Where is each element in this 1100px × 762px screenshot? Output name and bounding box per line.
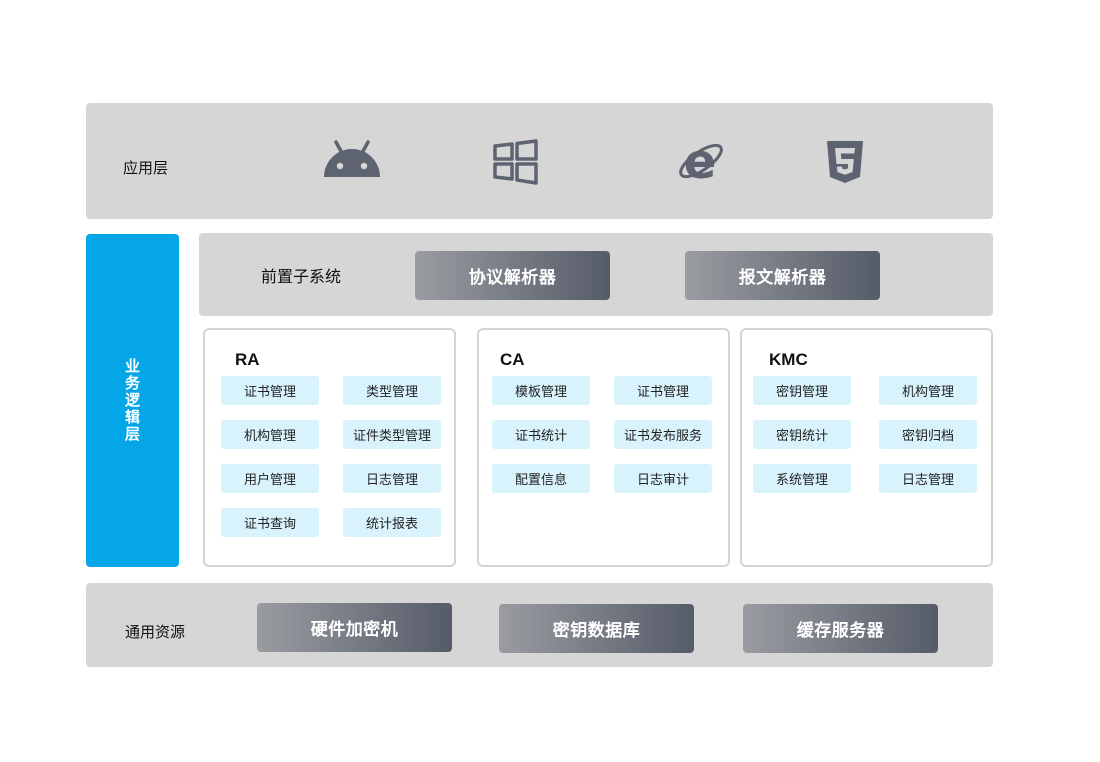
kmc-item-org-management[interactable]: 机构管理 [879,376,977,405]
ra-item-org-management[interactable]: 机构管理 [221,420,319,449]
key-database-button[interactable]: 密钥数据库 [499,604,694,653]
frontend-subsystem-panel: 前置子系统 协议解析器 报文解析器 [199,233,993,316]
windows-icon [492,139,540,185]
ie-icon: e [677,136,725,186]
ra-item-id-type-management[interactable]: 证件类型管理 [343,420,441,449]
application-layer-panel: 应用层 e [86,103,993,219]
ra-item-statistics-report[interactable]: 统计报表 [343,508,441,537]
kmc-item-log-management[interactable]: 日志管理 [879,464,977,493]
kmc-subsystem-box: KMC 密钥管理 机构管理 密钥统计 密钥归档 系统管理 日志管理 [740,328,993,567]
kmc-title: KMC [769,350,808,369]
ca-item-cert-publish-service[interactable]: 证书发布服务 [614,420,712,449]
ca-item-cert-statistics[interactable]: 证书统计 [492,420,590,449]
html5-icon [825,140,865,184]
business-logic-layer-label: 业务逻辑层 [86,234,179,567]
ra-subsystem-box: RA 证书管理 类型管理 机构管理 证件类型管理 用户管理 日志管理 证书查询 … [203,328,456,567]
kmc-item-key-statistics[interactable]: 密钥统计 [753,420,851,449]
ra-function-grid: 证书管理 类型管理 机构管理 证件类型管理 用户管理 日志管理 证书查询 统计报… [221,376,441,537]
android-icon [322,139,382,181]
ca-item-log-audit[interactable]: 日志审计 [614,464,712,493]
kmc-item-key-archive[interactable]: 密钥归档 [879,420,977,449]
ra-item-cert-management[interactable]: 证书管理 [221,376,319,405]
application-layer-label: 应用层 [123,159,169,177]
ca-function-grid: 模板管理 证书管理 证书统计 证书发布服务 配置信息 日志审计 [492,376,712,493]
kmc-function-grid: 密钥管理 机构管理 密钥统计 密钥归档 系统管理 日志管理 [753,376,977,493]
ra-item-user-management[interactable]: 用户管理 [221,464,319,493]
common-resources-panel: 通用资源 硬件加密机 密钥数据库 缓存服务器 [86,583,993,667]
message-parser-button[interactable]: 报文解析器 [685,251,880,300]
ca-title: CA [500,350,525,369]
business-logic-layer-text: 业务逻辑层 [123,358,141,443]
ca-item-config-info[interactable]: 配置信息 [492,464,590,493]
ca-subsystem-box: CA 模板管理 证书管理 证书统计 证书发布服务 配置信息 日志审计 [477,328,730,567]
ra-item-cert-query[interactable]: 证书查询 [221,508,319,537]
ra-item-type-management[interactable]: 类型管理 [343,376,441,405]
kmc-item-key-management[interactable]: 密钥管理 [753,376,851,405]
hardware-encryptor-button[interactable]: 硬件加密机 [257,603,452,652]
ca-item-cert-management[interactable]: 证书管理 [614,376,712,405]
kmc-item-system-management[interactable]: 系统管理 [753,464,851,493]
ra-title: RA [235,350,260,369]
ra-item-log-management[interactable]: 日志管理 [343,464,441,493]
common-resources-label: 通用资源 [125,623,186,641]
ca-item-template-management[interactable]: 模板管理 [492,376,590,405]
cache-server-button[interactable]: 缓存服务器 [743,604,938,653]
frontend-subsystem-label: 前置子系统 [261,267,342,286]
protocol-parser-button[interactable]: 协议解析器 [415,251,610,300]
